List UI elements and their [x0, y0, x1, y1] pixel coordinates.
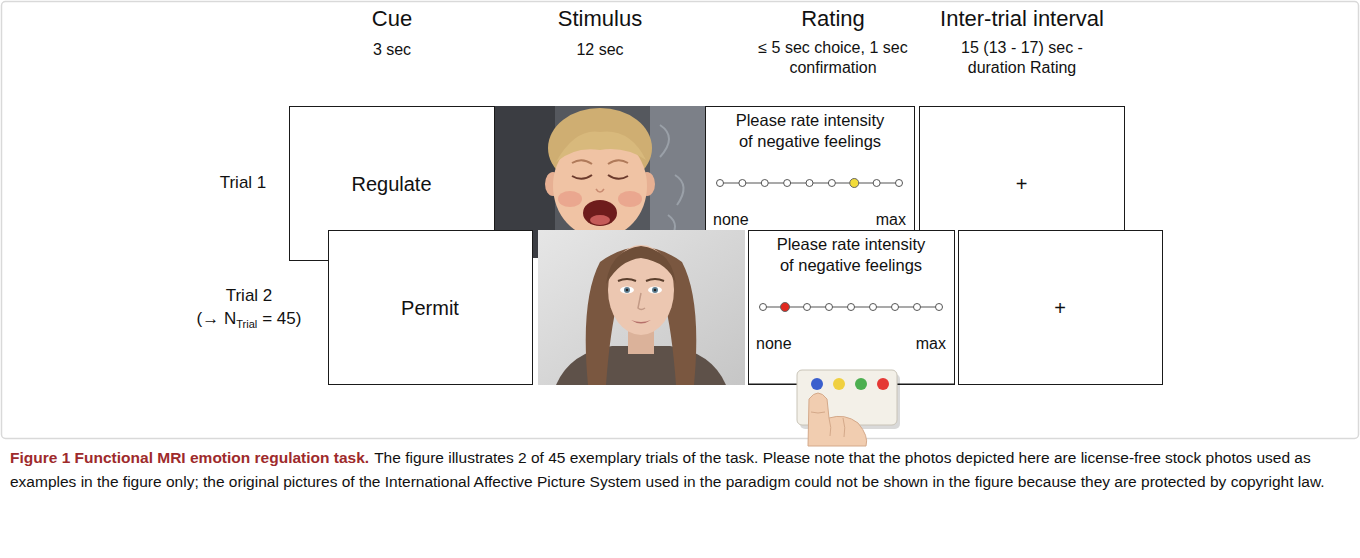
- crying-child-photo-part: [583, 200, 617, 226]
- trial-count-line: (→ NTrial = 45): [169, 308, 329, 335]
- scale-min-label: none: [713, 210, 749, 229]
- trial-count-text: = 45): [262, 309, 301, 328]
- scale-point: [806, 180, 813, 187]
- pointing-hand-part: [811, 412, 845, 437]
- trial-label: Trial 1: [198, 172, 288, 193]
- woman-portrait-photo-part: [606, 246, 676, 284]
- fixation-cross: +: [924, 172, 1119, 196]
- crying-child-photo-part: [618, 191, 642, 207]
- cue-word: Permit: [333, 296, 527, 320]
- crying-child-photo-part: [572, 160, 628, 164]
- crying-child-photo-part: [590, 215, 610, 225]
- woman-portrait-photo-part: [638, 293, 645, 310]
- scale-point: [761, 180, 768, 187]
- scale-point: [914, 304, 921, 311]
- scale-point: [892, 304, 899, 311]
- woman-portrait-photo-part: [624, 287, 630, 293]
- woman-portrait-photo-part: [626, 289, 629, 292]
- duration-label: 3 sec: [292, 40, 492, 60]
- woman-portrait-photo-part: [648, 287, 662, 294]
- scale-point: [828, 180, 835, 187]
- duration-label: 12 sec: [500, 40, 700, 60]
- rating-box-ground: [748, 230, 955, 385]
- response-keypad-part: [877, 378, 889, 390]
- crying-child-photo-part: [596, 189, 604, 192]
- pointing-hand: [808, 393, 867, 446]
- trial-count-text: (→ N: [197, 309, 237, 328]
- response-keypad-part: [833, 378, 845, 390]
- scale-point: [760, 304, 767, 311]
- scale-point: [826, 304, 833, 311]
- cue-word: Regulate: [294, 172, 489, 196]
- duration-label: 15 (13 - 17) sec - duration Rating: [942, 38, 1102, 78]
- fixation-cross: +: [963, 296, 1157, 320]
- panel-frame: [2, 2, 1359, 439]
- cue-box: Permit: [328, 230, 533, 385]
- column-heading: Rating: [733, 6, 933, 32]
- response-keypad-part: [855, 378, 867, 390]
- column-heading: Stimulus: [500, 6, 700, 32]
- scale-max-label: max: [916, 334, 946, 353]
- scale-point-selected: [850, 179, 859, 188]
- woman-portrait-photo: [538, 230, 745, 385]
- scale-point-selected: [781, 303, 790, 312]
- woman-portrait-photo-part: [654, 289, 657, 292]
- woman-portrait-photo-part: [538, 230, 745, 385]
- response-keypad-part: [811, 378, 823, 390]
- scale-min-label: none: [756, 334, 792, 353]
- scale-point: [804, 304, 811, 311]
- scale-point: [739, 180, 746, 187]
- fixation-box: +: [958, 230, 1163, 385]
- scale-max-label: max: [876, 210, 906, 229]
- woman-portrait-photo-part: [618, 279, 664, 281]
- scale-point: [784, 180, 791, 187]
- pointing-hand-part: [808, 393, 867, 446]
- fixation-box: +: [919, 106, 1125, 230]
- scale-point: [936, 304, 943, 311]
- scale-point: [873, 180, 880, 187]
- crying-child-photo-part: [556, 132, 646, 162]
- rating-box: Please rate intensity of negative feelin…: [705, 106, 915, 230]
- woman-portrait-photo-part: [620, 287, 634, 294]
- subscript-text: Trial: [236, 318, 257, 330]
- scale-point: [848, 304, 855, 311]
- crying-child-photo-part: [660, 125, 684, 241]
- column-heading: Inter-trial interval: [907, 6, 1137, 32]
- column-heading: Cue: [292, 6, 492, 32]
- rating-box: Please rate intensity of negative feelin…: [748, 230, 955, 385]
- rating-prompt: Please rate intensity of negative feelin…: [771, 234, 931, 276]
- scale-point: [870, 304, 877, 311]
- figure-caption: Figure 1 Functional MRI emotion regulati…: [10, 446, 1350, 494]
- rating-prompt: Please rate intensity of negative feelin…: [730, 110, 890, 152]
- crying-child-photo-part: [558, 191, 582, 207]
- trial-label: Trial 2: [204, 285, 294, 306]
- crying-child-photo-part: [572, 175, 628, 179]
- scale-point: [717, 180, 724, 187]
- duration-label: ≤ 5 sec choice, 1 sec confirmation: [758, 38, 908, 78]
- scale-point: [896, 180, 903, 187]
- woman-portrait-photo-part: [652, 287, 658, 293]
- caption-title: Figure 1 Functional MRI emotion regulati…: [10, 449, 369, 466]
- woman-portrait-photo-part: [631, 320, 651, 324]
